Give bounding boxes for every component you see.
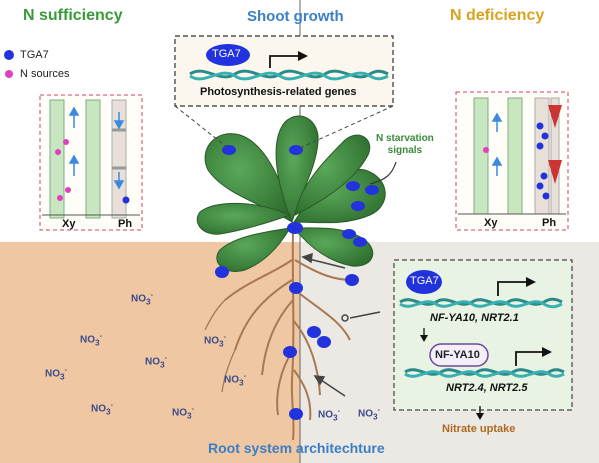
nitrate-label: NO3-	[358, 407, 380, 422]
genes-nfya10-nrt21: NF-YA10, NRT2.1	[430, 312, 519, 324]
n-deficiency-title: N deficiency	[450, 7, 545, 24]
n-starvation-line-2: signals	[387, 145, 423, 156]
legend-tga7-label: TGA7	[20, 49, 49, 61]
nitrate-label: NO3-	[80, 333, 102, 348]
genes-nrt24-nrt25: NRT2.4, NRT2.5	[446, 382, 528, 394]
nitrate-label: NO3-	[131, 292, 153, 307]
tga7-dots-plant	[215, 145, 379, 420]
n-starvation-label: N starvation signals	[376, 133, 434, 157]
right-xy-label: Xy	[484, 217, 498, 229]
left-ph-label: Ph	[118, 218, 133, 230]
legend-n-sources-dot	[5, 70, 13, 78]
nitrate-label: NO3-	[224, 373, 246, 388]
starvation-pointer	[369, 161, 397, 185]
left-inset	[39, 94, 143, 231]
legend-tga7-dot	[4, 50, 14, 60]
top-tga7-label: TGA7	[212, 48, 241, 60]
photosynthesis-genes-label: Photosynthesis-related genes	[200, 86, 357, 98]
legend-n-sources-label: N sources	[20, 68, 70, 80]
n-starvation-line-1: N starvation	[376, 133, 434, 144]
right-box	[393, 259, 573, 420]
nitrate-label: NO3-	[318, 408, 340, 423]
right-inset	[455, 91, 569, 231]
right-ph-label: Ph	[542, 217, 557, 229]
nitrate-label: NO3-	[145, 355, 167, 370]
top-box	[174, 35, 394, 149]
root-system-title: Root system architechture	[208, 440, 385, 456]
nitrate-label: NO3-	[45, 367, 67, 382]
uptake-arrows	[301, 252, 381, 397]
left-xy-label: Xy	[62, 218, 76, 230]
right-tga7-label: TGA7	[410, 275, 439, 287]
nitrate-label: NO3-	[91, 402, 113, 417]
nitrate-label: NO3-	[172, 406, 194, 421]
nitrate-label: NO3-	[204, 334, 226, 349]
soil-left	[0, 242, 300, 463]
nitrate-uptake-label: Nitrate uptake	[442, 423, 516, 435]
nfya10-label: NF-YA10	[435, 349, 480, 361]
n-sufficiency-title: N sufficiency	[23, 7, 123, 24]
shoot-growth-title: Shoot growth	[247, 8, 344, 25]
